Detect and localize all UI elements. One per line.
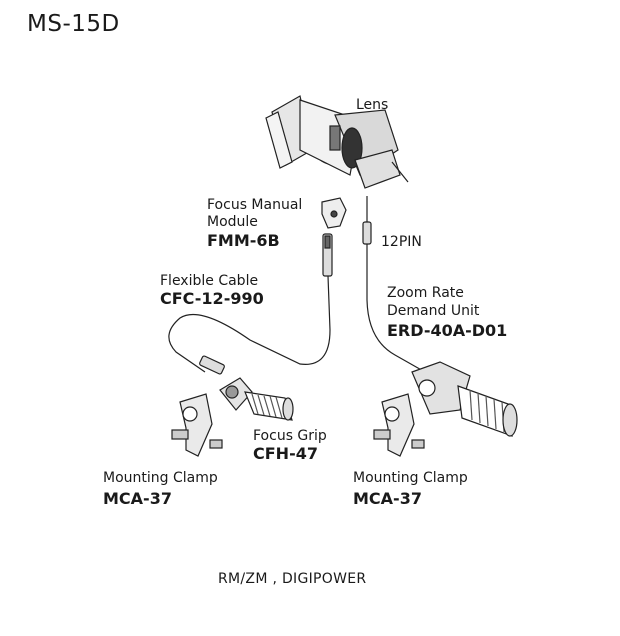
label-clamp-right-name: Mounting Clamp bbox=[353, 470, 468, 486]
zoom-cable bbox=[362, 196, 426, 373]
label-fmm-name-1: Focus Manual bbox=[207, 197, 303, 213]
label-clamp-left-name: Mounting Clamp bbox=[103, 470, 218, 486]
label-zoom-name-1: Zoom Rate bbox=[387, 285, 464, 301]
lens-illustration bbox=[265, 95, 409, 189]
label-cable-name: Flexible Cable bbox=[160, 273, 259, 289]
flexible-cable bbox=[168, 233, 333, 375]
diagram-title: MS-15D bbox=[27, 11, 120, 37]
label-lens: Lens bbox=[356, 97, 389, 113]
label-fmm-name-2: Module bbox=[207, 214, 258, 230]
label-12pin: 12PIN bbox=[381, 234, 422, 250]
label-fmm-code: FMM-6B bbox=[207, 231, 280, 250]
label-clamp-left-code: MCA-37 bbox=[103, 489, 172, 508]
focus-grip-illustration bbox=[219, 377, 294, 421]
mounting-clamp-right-illustration bbox=[373, 393, 425, 457]
zoom-unit-illustration bbox=[411, 361, 518, 437]
label-clamp-right-code: MCA-37 bbox=[353, 489, 422, 508]
label-cable-code: CFC-12-990 bbox=[160, 289, 264, 308]
label-grip-code: CFH-47 bbox=[253, 444, 318, 463]
fmm-illustration bbox=[321, 197, 347, 229]
label-zoom-code: ERD-40A-D01 bbox=[387, 321, 508, 340]
label-grip-name: Focus Grip bbox=[253, 428, 327, 444]
label-zoom-name-2: Demand Unit bbox=[387, 303, 480, 319]
mounting-clamp-left-illustration bbox=[171, 393, 223, 457]
footer-note: RM/ZM , DIGIPOWER bbox=[218, 571, 367, 587]
